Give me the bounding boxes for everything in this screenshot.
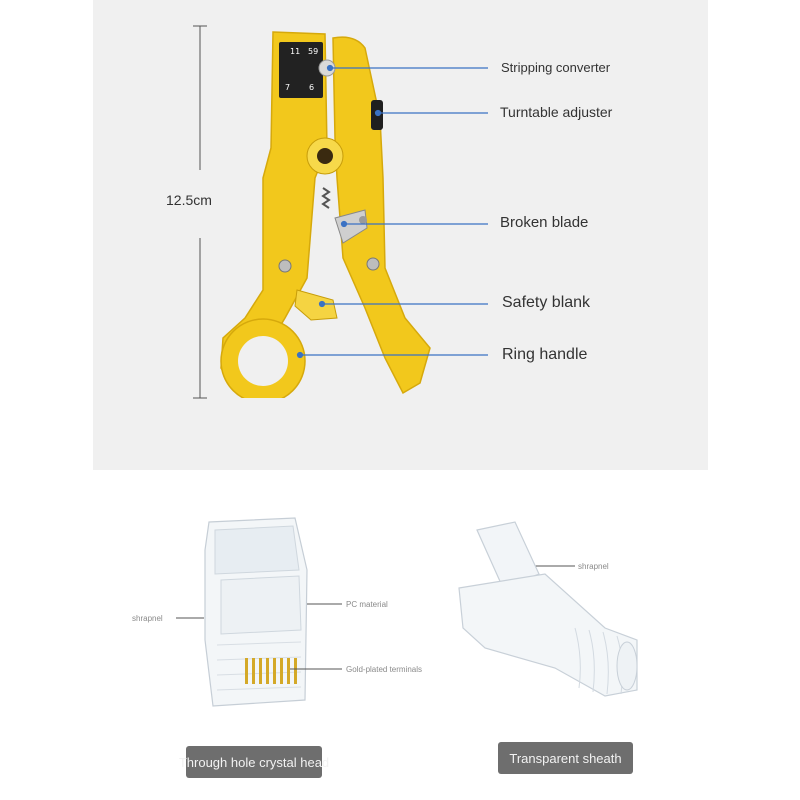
turntable-adjuster-label: Turntable adjuster xyxy=(500,104,613,120)
transparent-sheath-caption: Transparent sheath xyxy=(498,742,633,774)
broken-blade-label: Broken blade xyxy=(500,214,589,231)
transparent-sheath xyxy=(458,521,638,697)
tool-right-arm xyxy=(332,36,431,395)
pc-material-label: PC material xyxy=(346,600,388,609)
dial-number: 59 xyxy=(308,47,318,56)
body-screw xyxy=(278,259,292,273)
sheath-shrapnel-label: shrapnel xyxy=(578,562,609,571)
pivot-center xyxy=(317,148,333,164)
rj45-connector xyxy=(204,517,308,707)
gold-terminals xyxy=(245,658,297,684)
stripping-converter-label: Stripping converter xyxy=(501,60,611,75)
dial-number: 6 xyxy=(309,83,314,92)
tool-photo-panel xyxy=(93,0,708,470)
connector-callout-lines xyxy=(176,565,575,670)
cable-stripper-tool: 11 59 7 6 xyxy=(220,31,431,398)
blade-screw xyxy=(359,216,367,224)
safety-blank-shape xyxy=(294,289,338,321)
gold-terminals-label: Gold-plated terminals xyxy=(346,665,423,674)
crystal-head-caption: Through hole crystal head xyxy=(179,746,329,778)
safety-blank-label: Safety blank xyxy=(502,294,591,311)
dial-number: 7 xyxy=(285,83,290,92)
stripping-dial xyxy=(279,42,323,98)
blade-shape xyxy=(334,209,368,244)
dial-number: 11 xyxy=(290,47,300,56)
connector-shrapnel-label: shrapnel xyxy=(132,614,163,623)
spring xyxy=(321,187,331,209)
dimension-label: 12.5cm xyxy=(166,192,212,208)
ring-handle-hole xyxy=(238,336,288,386)
callout-lines xyxy=(296,64,488,359)
ring-handle-label: Ring handle xyxy=(502,346,588,363)
arm-screw xyxy=(366,257,380,271)
dimension-line xyxy=(193,25,207,399)
